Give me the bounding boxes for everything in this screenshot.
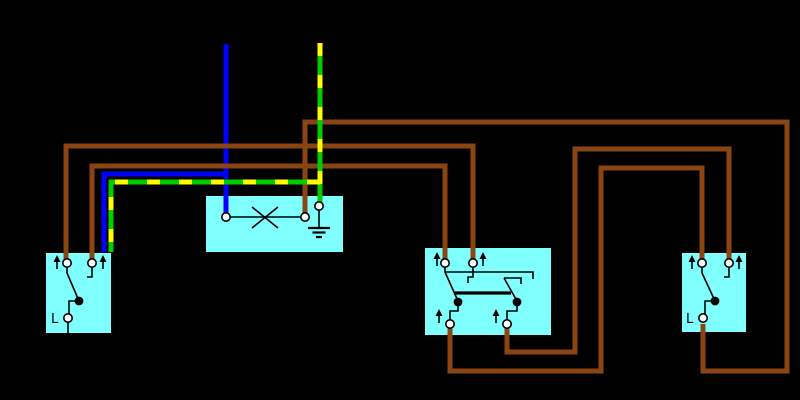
switch-lever bbox=[66, 267, 80, 302]
intermediate-terminal-top-right bbox=[467, 257, 478, 268]
up-arrow-icon bbox=[99, 255, 107, 269]
strapper-wire-left-switch-to-intermediate-b bbox=[89, 163, 448, 261]
lamp-earth-terminal bbox=[313, 201, 324, 212]
up-arrow-icon bbox=[53, 255, 61, 269]
crossover-diagonal-left bbox=[444, 271, 459, 302]
lamp-cross-icon bbox=[251, 206, 279, 229]
lamp-neutral-terminal bbox=[221, 212, 232, 223]
right-switch-terminal-top-right bbox=[723, 257, 734, 268]
up-arrow-icon bbox=[688, 255, 696, 269]
right-switch-pivot-dot bbox=[710, 296, 720, 306]
left-switch-pivot-dot bbox=[74, 296, 84, 306]
intermediate-terminal-bottom-right bbox=[501, 318, 512, 329]
bottom-right-link bbox=[506, 303, 518, 320]
crossover-rail-top-left bbox=[444, 267, 534, 279]
strapper-wire-left-switch-to-intermediate-a bbox=[63, 143, 476, 261]
up-arrow-icon bbox=[479, 252, 487, 266]
up-arrow-icon bbox=[435, 309, 443, 323]
lamp-live-terminal bbox=[299, 212, 310, 223]
intermediate-terminal-top-left bbox=[439, 257, 450, 268]
intermediate-terminal-bottom-left bbox=[444, 318, 455, 329]
left-switch-common-terminal bbox=[62, 312, 73, 323]
switch-contact-hook bbox=[724, 267, 730, 278]
earth-ground-icon bbox=[308, 210, 330, 239]
right-switch-common-label: L bbox=[686, 312, 694, 327]
strapper-wire-intermediate-to-right-switch-a bbox=[447, 165, 705, 374]
intermediate-switch-mechanism bbox=[444, 267, 534, 320]
direction-arrow-icons bbox=[53, 252, 743, 323]
right-switch-common-terminal bbox=[697, 312, 708, 323]
intermediate-pivot-dot-right bbox=[512, 297, 522, 307]
crossover-diagonal-right bbox=[503, 277, 518, 302]
left-switch-terminal-top-left bbox=[61, 257, 72, 268]
intermediate-pivot-dot-left bbox=[453, 297, 463, 307]
neutral-wire-branch-to-left-switch bbox=[101, 171, 226, 252]
switch-contact-hook bbox=[87, 267, 93, 278]
up-arrow-icon bbox=[492, 309, 500, 323]
switched-live-wire-lamp-to-right-switch bbox=[302, 119, 790, 374]
up-arrow-icon bbox=[735, 255, 743, 269]
right-switch-terminal-top-left bbox=[696, 257, 707, 268]
up-arrow-icon bbox=[433, 252, 441, 266]
strapper-wire-intermediate-to-right-switch-b bbox=[504, 146, 732, 355]
terminals bbox=[61, 201, 734, 329]
switch-lever bbox=[701, 267, 716, 302]
left-switch-terminal-top-right bbox=[87, 257, 98, 268]
earth-wire-branch-dashes bbox=[108, 179, 320, 252]
crossover-rail-right bbox=[504, 277, 522, 284]
left-switch-common-label: L bbox=[51, 312, 59, 327]
bottom-left-link bbox=[449, 303, 459, 320]
crossover-hook-top-right bbox=[467, 267, 474, 283]
